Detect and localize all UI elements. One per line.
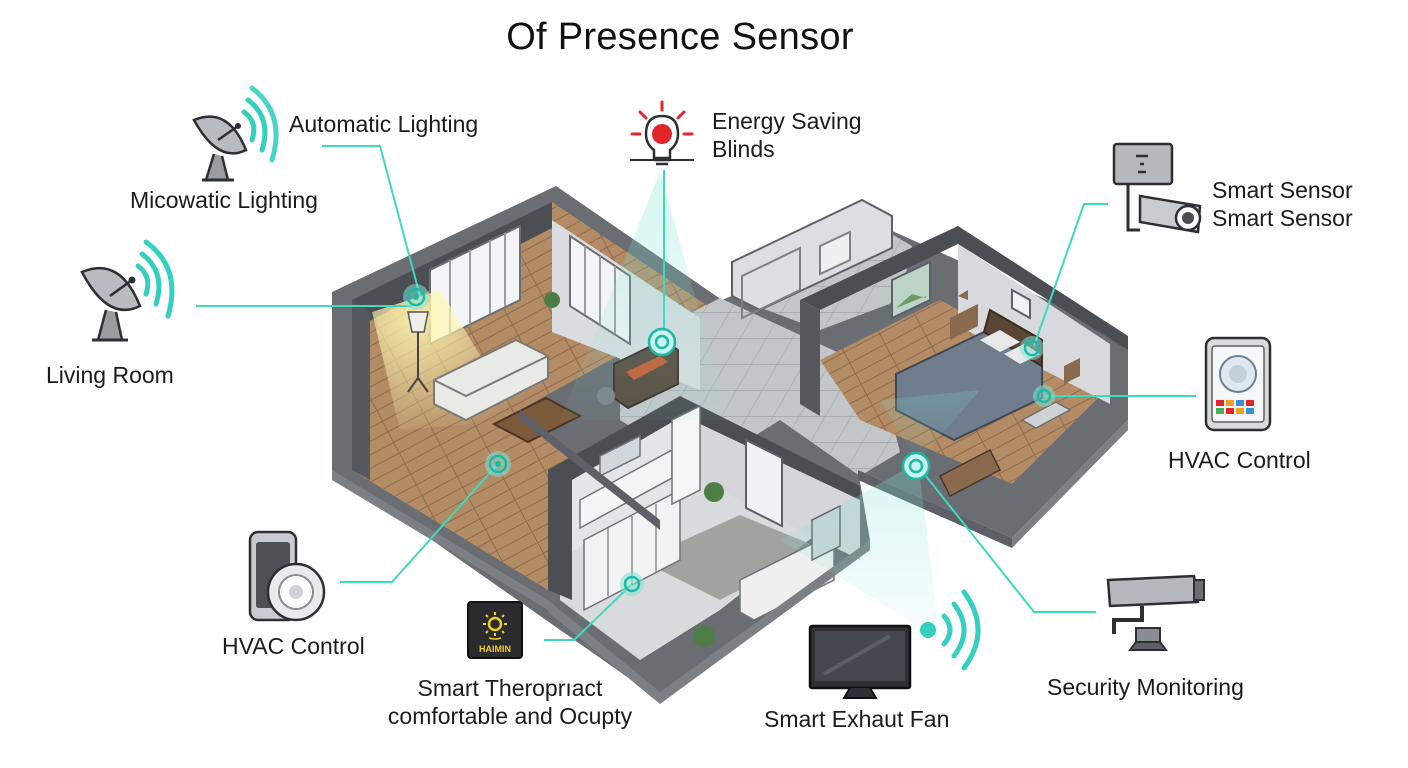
sensor-node-ceiling: [649, 329, 675, 355]
wifi-signal-icon: [138, 242, 172, 316]
label-smart-thermostat-line1: Smart Theroprıact: [376, 674, 644, 702]
label-micowatic-lighting: Micowatic Lighting: [130, 186, 318, 214]
label-smart-sensor-line2: Smart Sensor: [1212, 204, 1353, 232]
diagram-title: Of Presence Sensor: [0, 16, 1360, 59]
tablet-control-icon: [1206, 338, 1270, 430]
wall-camera-icon: [1114, 144, 1200, 232]
label-security-monitoring: Security Monitoring: [1047, 673, 1244, 701]
label-smart-thermostat-line2: comfortable and Ocupty: [376, 702, 644, 730]
security-camera-icon: [1108, 576, 1204, 650]
satellite-dish-icon: [194, 117, 246, 180]
sensor-node-kitchen: [620, 572, 644, 596]
tv-icon: [810, 626, 910, 698]
sensor-node-hall: [903, 453, 929, 479]
satellite-dish-icon: [82, 268, 140, 340]
sensor-node-living: [403, 284, 429, 310]
bulb-alert-icon: [630, 102, 694, 164]
label-hvac-control-right: HVAC Control: [1168, 446, 1311, 474]
label-energy-saving-line1: Energy Saving: [712, 107, 862, 135]
label-energy-saving: Energy Saving Blinds: [712, 107, 862, 163]
label-smart-thermostat: Smart Theroprıact comfortable and Ocupty: [376, 674, 644, 730]
sensor-node-bedroom: [1020, 336, 1044, 360]
label-living-room: Living Room: [46, 361, 174, 389]
label-automatic-lighting: Automatic Lighting: [289, 110, 478, 138]
wifi-signal-icon: [244, 88, 276, 160]
label-energy-saving-line2: Blinds: [712, 135, 862, 163]
phone-sensor-icon: [250, 532, 324, 620]
label-hvac-control-left: HVAC Control: [222, 632, 365, 660]
thermostat-display-text: HAIMIN: [479, 644, 511, 654]
sensor-node-hvac: [485, 451, 511, 477]
label-smart-sensor-line1: Smart Sensor: [1212, 176, 1353, 204]
sensor-node-bedside: [1033, 385, 1055, 407]
label-smart-exhaust-fan: Smart Exhaut Fan: [764, 705, 949, 733]
label-smart-sensor: Smart Sensor Smart Sensor: [1212, 176, 1353, 232]
floor-plan: [332, 172, 1128, 704]
